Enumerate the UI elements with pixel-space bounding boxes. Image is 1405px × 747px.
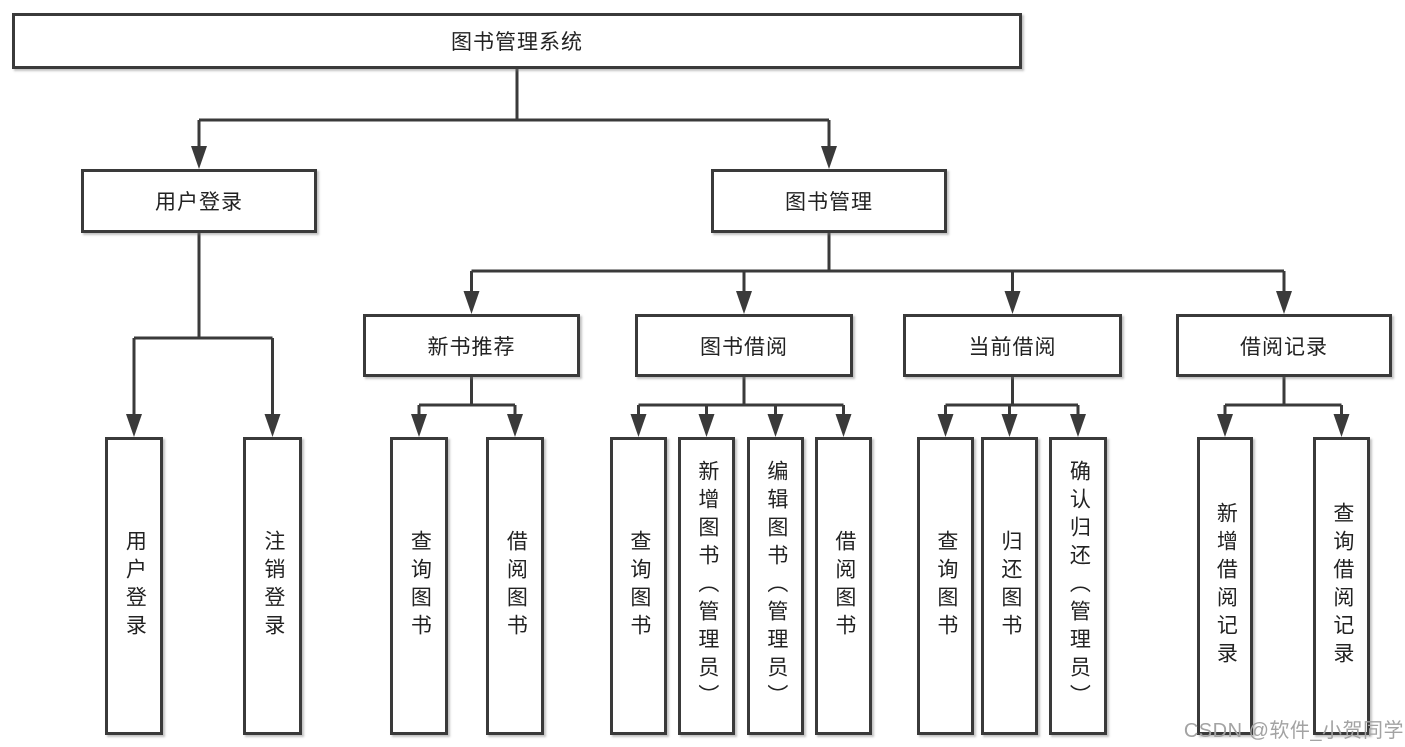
node-label: 借阅记录 — [1240, 335, 1328, 359]
csdn-watermark: CSDN @软件_小贺同学 — [1183, 720, 1404, 742]
node-book-management: 图书管理 — [711, 169, 947, 233]
node-label: 借阅图书 — [832, 530, 856, 642]
node-borrow-records: 借阅记录 — [1176, 314, 1392, 377]
node-label: 新书推荐 — [427, 335, 516, 359]
node-label: 查询图书 — [408, 530, 432, 642]
connector-book-management-to-level3 — [470, 233, 1286, 309]
node-label: 用户登录 — [155, 191, 243, 214]
leaf-borrow-book-recommend: 借阅图书 — [486, 437, 544, 735]
connector-user-login-to-children — [132, 233, 274, 432]
node-label: 图书管理系统 — [451, 31, 583, 54]
node-label: 当前借阅 — [968, 335, 1057, 359]
leaf-query-borrow-record: 查询借阅记录 — [1313, 437, 1370, 735]
leaf-logout: 注销登录 — [243, 437, 302, 735]
node-label: 编辑图书（管理员） — [764, 460, 788, 712]
node-label: 确认归还（管理员） — [1067, 460, 1091, 712]
connector-new-book-to-children — [417, 377, 517, 432]
node-label: 归还图书 — [998, 530, 1022, 642]
leaf-query-book-borrow: 查询图书 — [610, 437, 667, 735]
node-label: 图书管理 — [785, 191, 873, 214]
leaf-borrow-book: 借阅图书 — [815, 437, 872, 735]
node-book-borrow: 图书借阅 — [635, 314, 853, 377]
leaf-add-borrow-record: 新增借阅记录 — [1197, 437, 1253, 735]
connector-root-to-level2 — [197, 69, 831, 164]
node-label: 图书借阅 — [700, 335, 788, 359]
connector-borrow-records-to-children — [1223, 377, 1343, 432]
node-label: 用户登录 — [123, 530, 147, 642]
leaf-confirm-return-admin: 确认归还（管理员） — [1049, 437, 1107, 735]
leaf-return-book: 归还图书 — [981, 437, 1038, 735]
node-label: 注销登录 — [261, 530, 285, 642]
node-label: 查询借阅记录 — [1330, 502, 1354, 670]
node-label: 查询图书 — [934, 530, 958, 642]
leaf-user-login: 用户登录 — [105, 437, 163, 735]
connector-book-borrow-to-children — [637, 377, 845, 432]
leaf-add-book-admin: 新增图书（管理员） — [678, 437, 735, 735]
node-current-borrow: 当前借阅 — [903, 314, 1122, 377]
arrowheads — [126, 146, 1350, 437]
node-library-management-system: 图书管理系统 — [12, 13, 1022, 69]
node-label: 新增借阅记录 — [1214, 502, 1238, 670]
node-label: 借阅图书 — [504, 530, 528, 642]
node-new-book-recommend: 新书推荐 — [363, 314, 580, 377]
node-user-login: 用户登录 — [81, 169, 317, 233]
node-label: 查询图书 — [627, 530, 651, 642]
node-label: 新增图书（管理员） — [695, 460, 719, 712]
leaf-query-book-recommend: 查询图书 — [390, 437, 448, 735]
leaf-edit-book-admin: 编辑图书（管理员） — [747, 437, 804, 735]
leaf-query-book-current: 查询图书 — [917, 437, 974, 735]
